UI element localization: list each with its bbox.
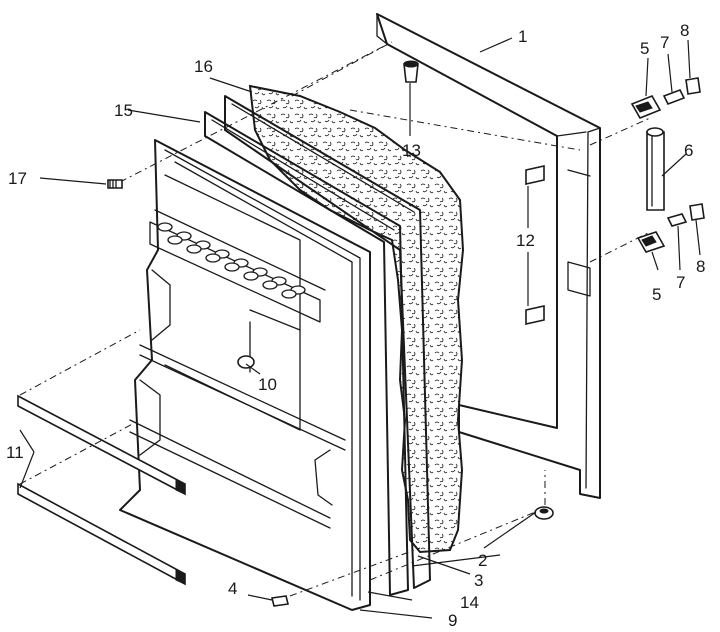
callout-13: 13 <box>402 141 421 160</box>
hinge-assembly-bottom <box>636 203 705 253</box>
callout-12: 12 <box>516 231 535 250</box>
egg-holder-wells <box>157 222 306 299</box>
foam-insulation <box>248 84 465 554</box>
callout-9: 9 <box>448 611 457 630</box>
screw-17 <box>107 179 123 189</box>
hinge-assembly-top <box>630 77 701 120</box>
callout-1: 1 <box>518 27 527 46</box>
callout-14: 14 <box>460 593 479 612</box>
bumper-2 <box>534 506 554 520</box>
callout-8-top: 8 <box>680 21 689 40</box>
inner-door-liner <box>119 139 371 611</box>
callout-7-bottom: 7 <box>676 273 685 292</box>
brackets-12 <box>525 165 545 325</box>
callout-10: 10 <box>258 375 277 394</box>
callout-5-bottom: 5 <box>652 285 661 304</box>
screw-4 <box>271 595 289 607</box>
callout-11: 11 <box>6 443 24 462</box>
callout-15: 15 <box>114 101 133 120</box>
callout-3: 3 <box>474 571 483 590</box>
leader-lines <box>19 37 701 619</box>
callout-labels: 1 2 3 4 5 5 6 7 7 8 8 9 10 11 12 13 14 1… <box>6 21 705 630</box>
callout-2: 2 <box>478 551 487 570</box>
callout-4: 4 <box>228 579 237 598</box>
callout-17: 17 <box>8 169 27 188</box>
door-frame-strips <box>204 95 431 596</box>
knob-10 <box>237 355 255 369</box>
callout-8-bottom: 8 <box>696 257 705 276</box>
callout-16: 16 <box>194 57 213 76</box>
plug-13 <box>403 60 419 83</box>
callout-6: 6 <box>684 141 693 160</box>
shelf-bars <box>17 394 186 586</box>
handle-tube-6 <box>646 127 665 211</box>
callout-7-top: 7 <box>660 33 669 52</box>
callout-5-top: 5 <box>640 39 649 58</box>
